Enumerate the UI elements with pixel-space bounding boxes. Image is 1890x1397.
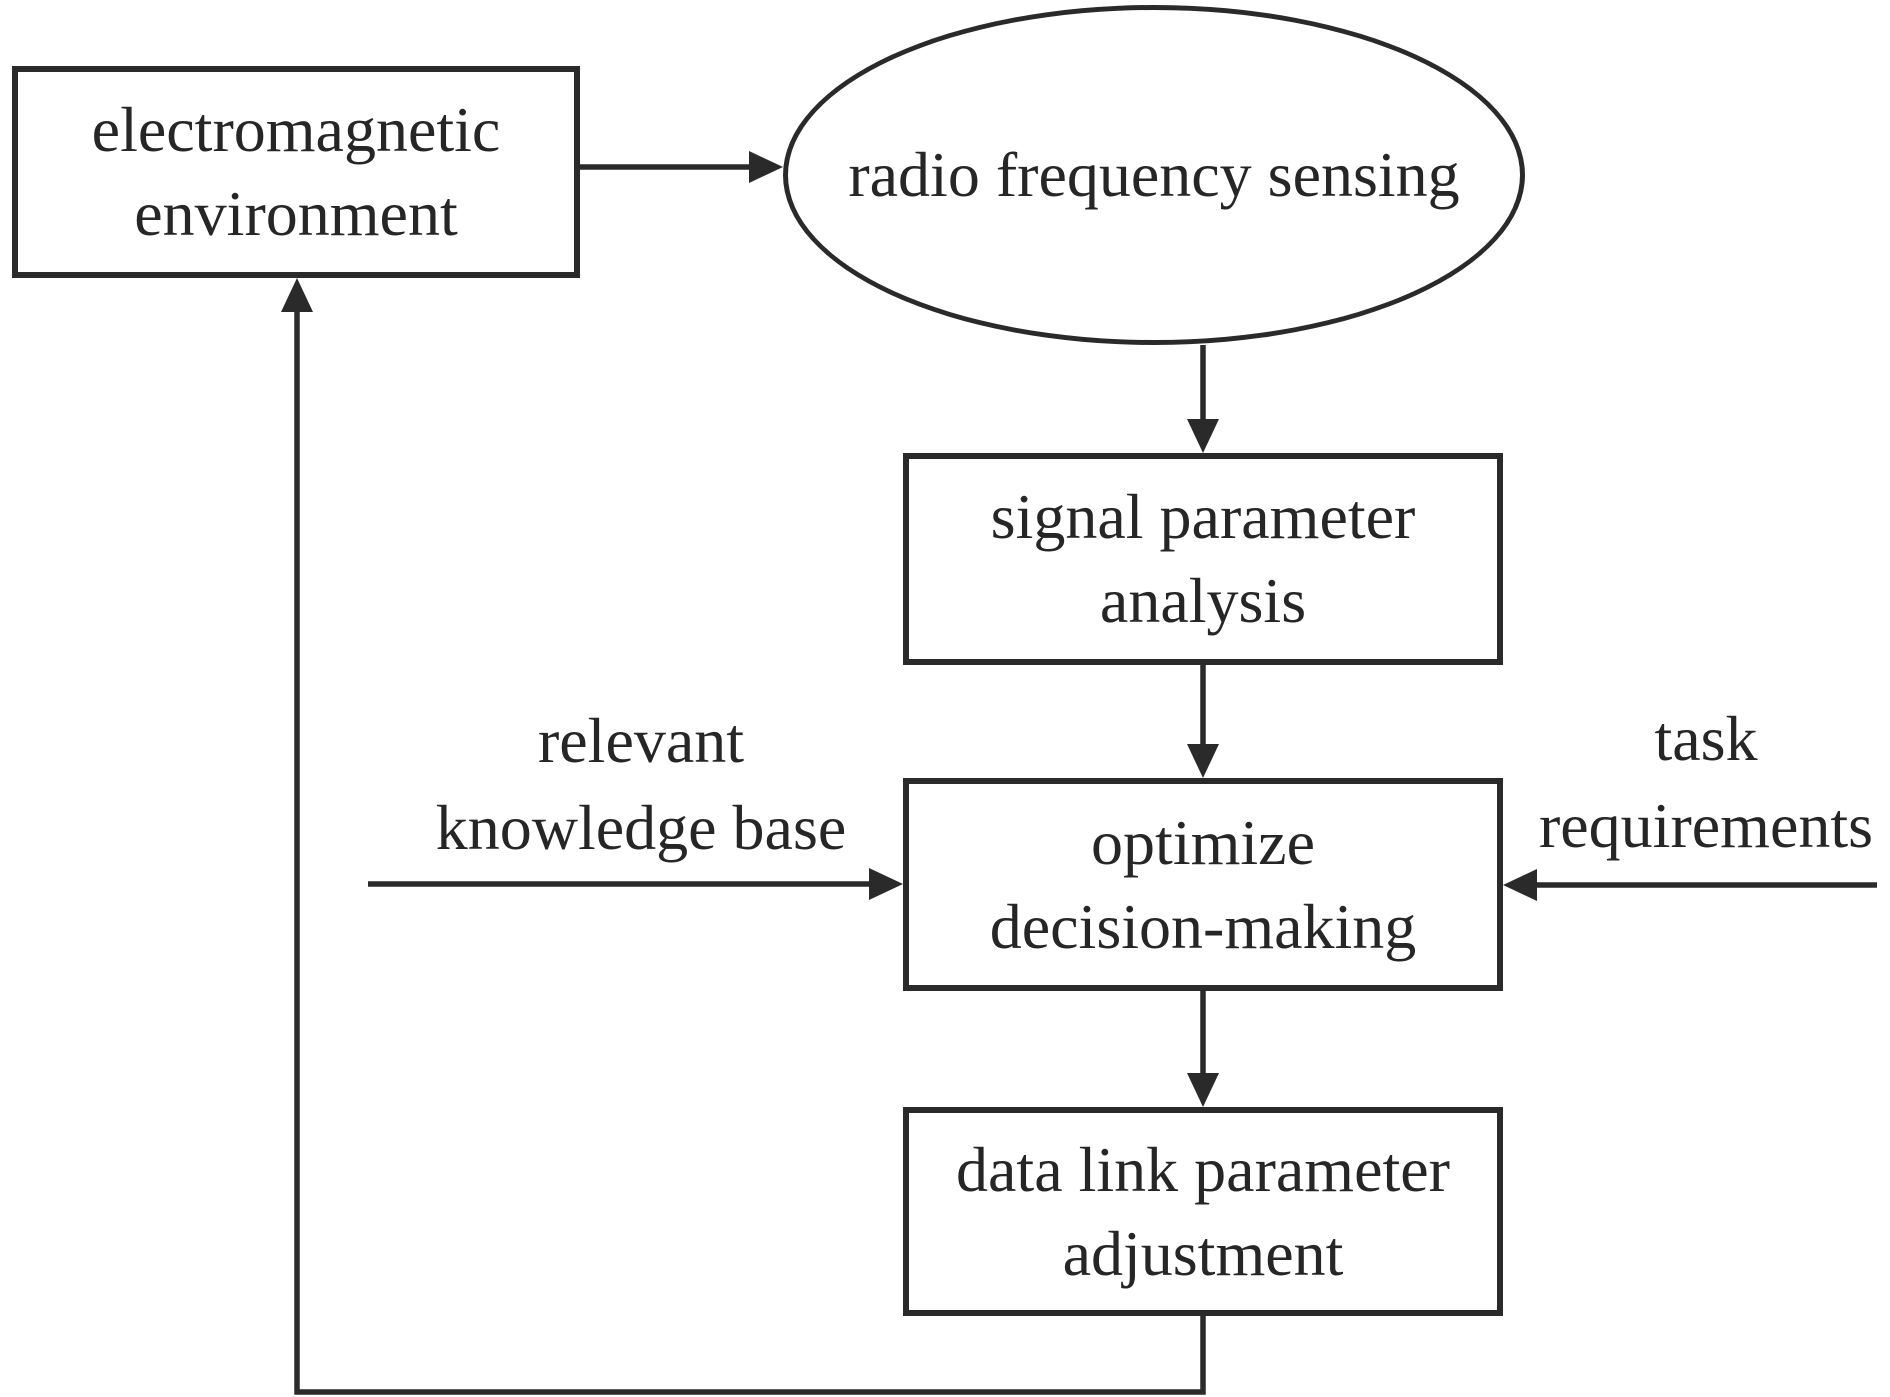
node-label-line: decision-making (989, 890, 1417, 962)
label-line: relevant (537, 705, 745, 776)
arrowhead-up-icon (281, 278, 313, 312)
arrowhead-down-icon (1187, 1073, 1219, 1107)
node-optimize-decision-making: optimize decision-making (903, 778, 1503, 991)
node-label-line: analysis (1099, 565, 1307, 636)
arrowhead-right-icon (749, 151, 783, 183)
label-task-requirements: task requirements (1520, 695, 1890, 869)
node-label-line: data link parameter (956, 1133, 1450, 1205)
arrowhead-down-icon (1187, 419, 1219, 453)
arrowhead-left-icon (1503, 869, 1537, 901)
node-label-line: adjustment (1062, 1217, 1344, 1289)
node-label-line: optimize (1091, 806, 1315, 878)
label-line: requirements (1538, 790, 1874, 861)
node-radio-frequency-sensing: radio frequency sensing (783, 5, 1525, 345)
feedback-loop-line (294, 309, 1206, 1395)
label-line: task (1654, 703, 1758, 774)
arrowhead-down-icon (1187, 744, 1219, 778)
node-label-line: electromagnetic (91, 94, 501, 165)
label-line: knowledge base (435, 792, 847, 863)
node-label-line: environment (134, 178, 458, 249)
node-label-line: radio frequency sensing (848, 139, 1460, 210)
arrowhead-right-icon (869, 868, 903, 900)
node-electromagnetic-environment: electromagnetic environment (12, 66, 580, 278)
node-data-link-parameter-adjustment: data link parameter adjustment (903, 1107, 1503, 1316)
node-signal-parameter-analysis: signal parameter analysis (903, 453, 1503, 665)
node-label-line: signal parameter (990, 481, 1416, 552)
label-relevant-knowledge-base: relevant knowledge base (341, 697, 941, 871)
